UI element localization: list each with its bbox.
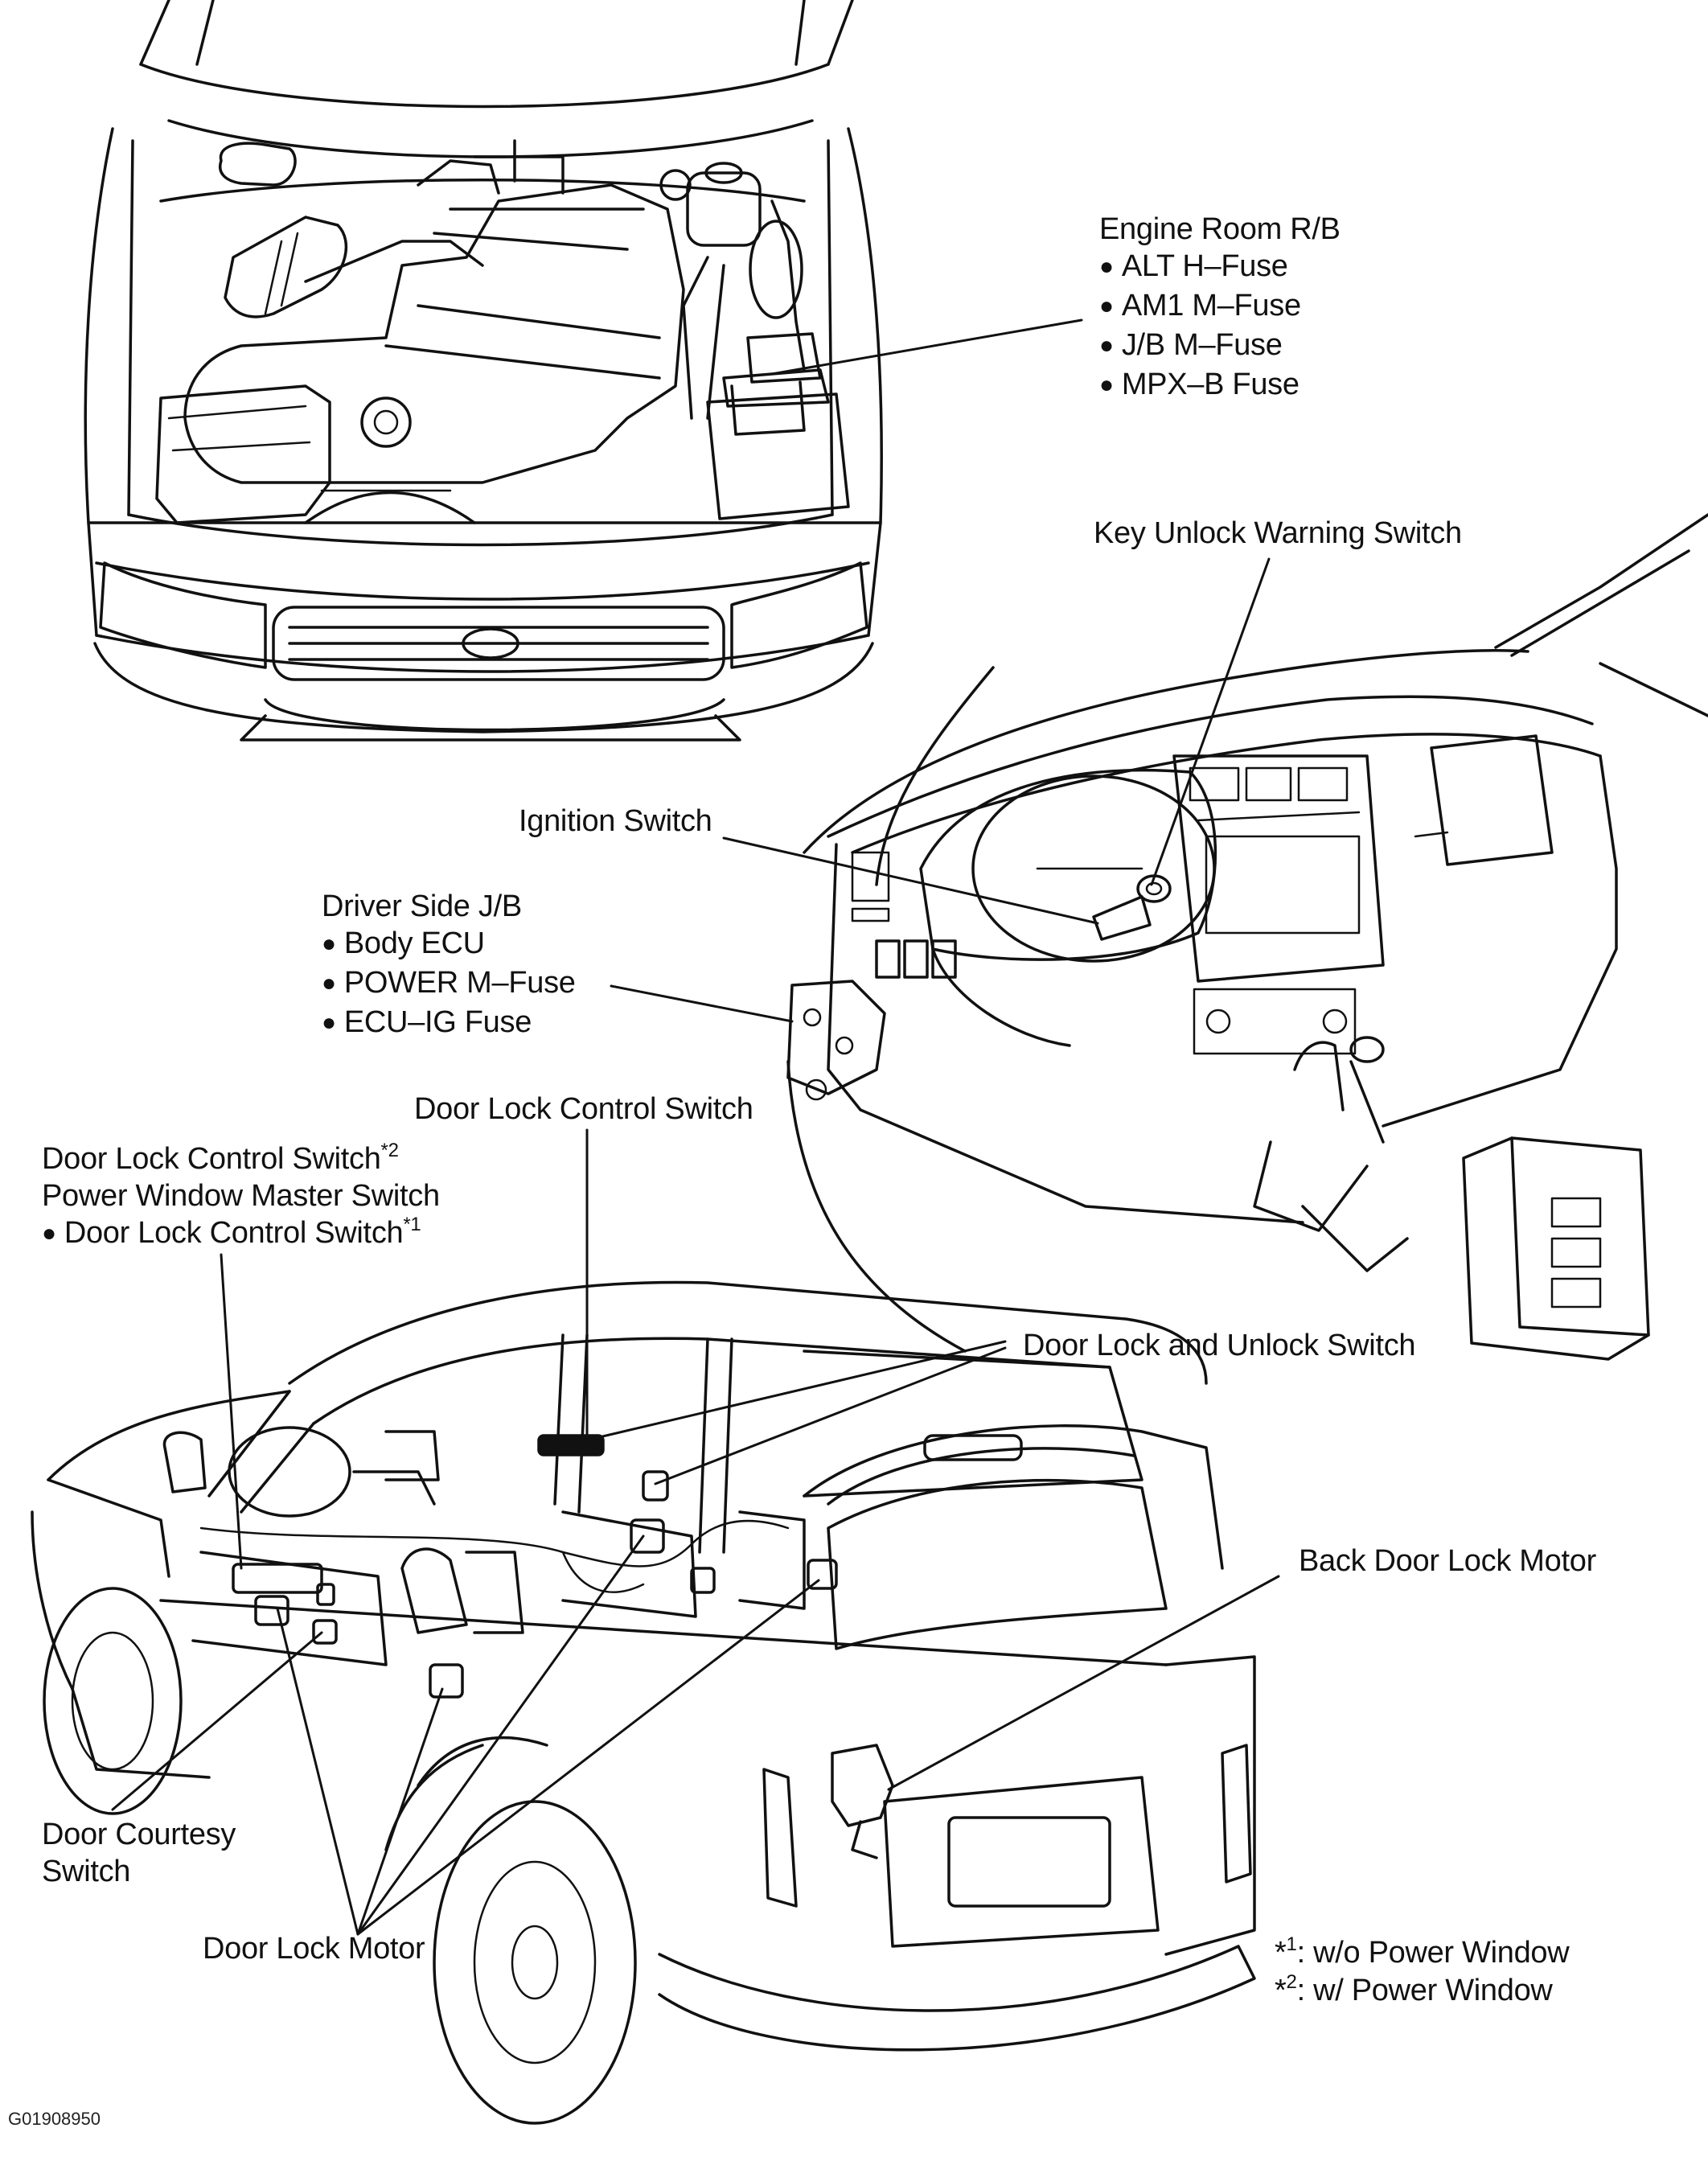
leader-engine-room-rb (770, 318, 1083, 376)
leader-door-courtesy-switch (111, 1631, 323, 1811)
ignition-switch-label: Ignition Switch (519, 804, 712, 838)
driver-side-jb-label: Driver Side J/B Body ECU POWER M–Fuse EC… (322, 888, 576, 1043)
vehicle-drawing (31, 1280, 1256, 2125)
leader-key-unlock-warning-switch (1150, 557, 1271, 886)
door-lock-and-unlock-switch-label: Door Lock and Unlock Switch (1023, 1329, 1416, 1362)
master-switch-line-1: Door Lock Control Switch*2 (42, 1140, 399, 1177)
footnote-ref-2: *2 (380, 1140, 399, 1161)
engine-room-rb-item: ALT H–Fuse (1099, 248, 1341, 287)
leader-back-door-lock-motor (887, 1575, 1280, 1791)
driver-side-jb-item: POWER M–Fuse (322, 964, 576, 1004)
leader-door-lock-unlock-switch-a (553, 1340, 1007, 1449)
footnote-2: *2: w/ Power Window (1275, 1971, 1553, 2008)
footnote-1: *1: w/o Power Window (1275, 1933, 1570, 1970)
figure-code: G01908950 (8, 2109, 101, 2129)
leader-door-lock-motor-c (356, 1534, 645, 1936)
leader-driver-side-jb (610, 984, 794, 1023)
engine-room-rb-title: Engine Room R/B (1099, 212, 1341, 246)
leader-door-lock-motor-b (356, 1687, 444, 1936)
engine-bay-drawing (84, 0, 883, 742)
engine-room-rb-item: J/B M–Fuse (1099, 327, 1341, 366)
leader-door-lock-unlock-switch-b (654, 1346, 1007, 1485)
driver-side-jb-title: Driver Side J/B (322, 889, 522, 923)
dashboard-drawing (786, 513, 1708, 1361)
key-unlock-warning-switch-label: Key Unlock Warning Switch (1094, 516, 1462, 550)
footnote-ref-1: *1 (403, 1214, 421, 1235)
master-switch-line-2: Power Window Master Switch (42, 1179, 440, 1213)
driver-side-jb-item: ECU–IG Fuse (322, 1004, 576, 1043)
engine-room-rb-label: Engine Room R/B ALT H–Fuse AM1 M–Fuse J/… (1099, 211, 1341, 405)
engine-room-rb-item: AM1 M–Fuse (1099, 287, 1341, 327)
leader-door-lock-motor-d (356, 1579, 820, 1936)
leader-ignition-switch (722, 836, 1099, 925)
engine-room-rb-item: MPX–B Fuse (1099, 366, 1341, 405)
leader-lines (111, 318, 1280, 1936)
master-switch-line-3: Door Lock Control Switch*1 (42, 1214, 440, 1254)
leader-door-lock-motor-a (276, 1607, 359, 1936)
door-courtesy-switch-label: Door Courtesy Switch (42, 1818, 236, 1888)
leader-master-switch (220, 1253, 243, 1570)
driver-side-jb-item: Body ECU (322, 925, 576, 964)
door-lock-motor-label: Door Lock Motor (203, 1932, 425, 1966)
master-switch-label: Door Lock Control Switch*2 Power Window … (42, 1140, 440, 1254)
back-door-lock-motor-label: Back Door Lock Motor (1299, 1544, 1596, 1578)
door-lock-control-switch-label: Door Lock Control Switch (414, 1092, 753, 1126)
